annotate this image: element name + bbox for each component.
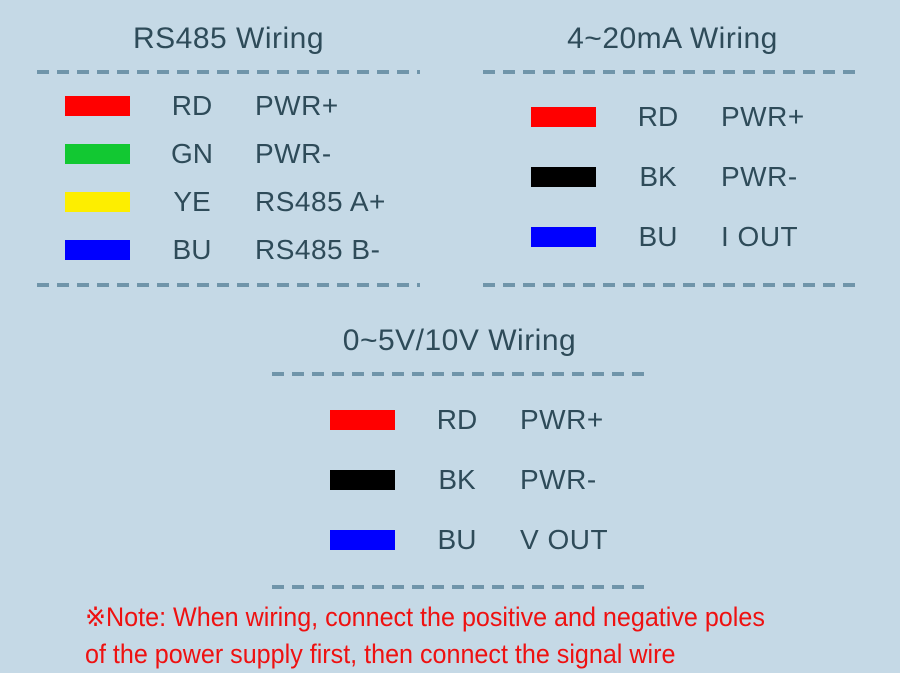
wire-color-swatch [65,144,130,164]
wire-color-swatch [531,107,596,127]
wire-color-code: RD [436,404,478,435]
wire-color-code: BK [639,161,677,192]
wire-function-label: PWR- [520,464,597,495]
dashed-divider-bottom [37,283,420,287]
wire-color-swatch [65,240,130,260]
wire-row: BU V OUT [272,524,647,555]
wire-row: BK PWR- [272,464,647,495]
wire-color-code: BU [437,524,477,555]
wire-row: BU I OUT [483,221,862,252]
wire-color-swatch [330,410,395,430]
wire-list: RD PWR+ BK PWR- BU V OUT [272,404,647,555]
dashed-divider-top [37,70,420,74]
wire-list: RD PWR+ GN PWR- YE RS485 A+ BU RS485 B- [37,90,420,265]
wire-color-swatch [330,470,395,490]
wiring-note-line2: of the power supply first, then connect … [85,639,676,669]
wire-color-swatch [531,167,596,187]
panel-title: RS485 Wiring [132,22,325,55]
dashed-divider-bottom [483,283,862,287]
wire-color-code: GN [171,138,213,169]
wire-row: YE RS485 A+ [37,186,420,217]
wiring-note-line1: ※Note: When wiring, connect the positive… [85,602,765,632]
wire-function-label: PWR- [255,138,332,169]
panel-4-20ma-wiring: 4~20mA Wiring RD PWR+ BK PWR- BU I OUT [483,18,862,287]
wire-color-code: BU [172,234,212,265]
wire-function-label: RS485 B- [255,234,381,265]
panel-rs485-wiring: RS485 Wiring RD PWR+ GN PWR- YE RS485 A+… [37,18,420,287]
wire-function-label: RS485 A+ [255,186,386,217]
wire-list: RD PWR+ BK PWR- BU I OUT [483,101,862,252]
wire-color-code: RD [637,101,679,132]
panel-title: 0~5V/10V Wiring [342,324,577,357]
wire-function-label: I OUT [721,221,799,252]
wire-function-label: PWR+ [721,101,805,132]
wire-function-label: PWR+ [255,90,339,121]
wire-row: BU RS485 B- [37,234,420,265]
wire-color-swatch [65,96,130,116]
dashed-divider-bottom [272,585,647,589]
wire-color-code: BK [438,464,476,495]
wire-function-label: PWR+ [520,404,604,435]
wire-color-swatch [65,192,130,212]
wire-color-swatch [330,530,395,550]
wire-function-label: PWR- [721,161,798,192]
wiring-note: ※Note: When wiring, connect the positive… [85,599,765,673]
wire-row: RD PWR+ [483,101,862,132]
wire-row: RD PWR+ [272,404,647,435]
wire-color-swatch [531,227,596,247]
panel-title: 4~20mA Wiring [567,22,778,55]
wire-row: BK PWR- [483,161,862,192]
wire-color-code: BU [638,221,678,252]
wire-row: GN PWR- [37,138,420,169]
wire-row: RD PWR+ [37,90,420,121]
dashed-divider-top [272,372,647,376]
wire-color-code: YE [173,186,211,217]
dashed-divider-top [483,70,862,74]
panel-0-5v-10v-wiring: 0~5V/10V Wiring RD PWR+ BK PWR- BU V OUT [272,320,647,589]
wire-function-label: V OUT [520,524,609,555]
wire-color-code: RD [171,90,213,121]
